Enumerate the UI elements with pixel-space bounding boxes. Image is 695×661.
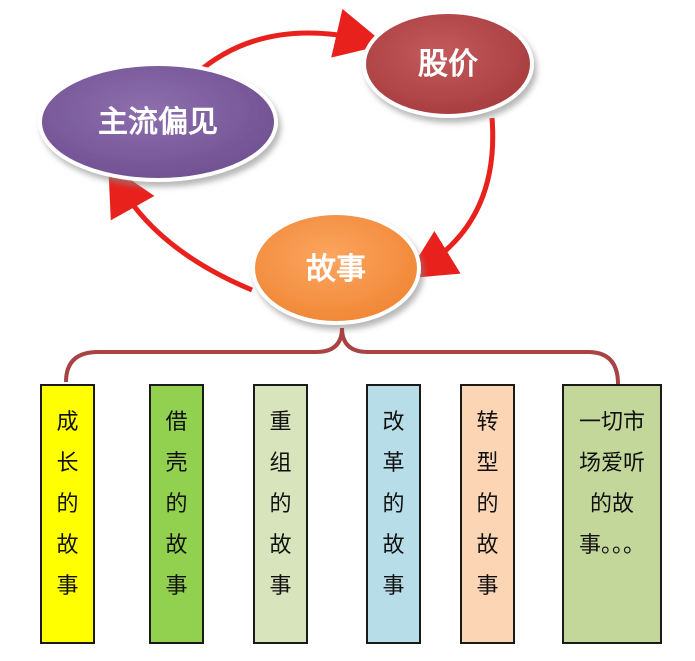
- story-box-backdoor-listing: 借壳的故事: [149, 384, 204, 644]
- story-box-everything-market-likes: 一切市场爱听的故事。。。: [562, 384, 662, 644]
- story-box-reform: 改革的故事: [366, 384, 421, 644]
- arrow-consensus-to-price: [194, 8, 386, 76]
- story-box-backdoor-listing-text: 借壳的故事: [165, 410, 188, 599]
- node-consensus: 主流偏见: [38, 62, 278, 182]
- node-story: 故事: [251, 211, 421, 325]
- story-box-transformation: 转型的故事: [460, 384, 515, 644]
- arrow-price-to-story: [404, 117, 496, 279]
- story-box-reform-text: 改革的故事: [382, 410, 405, 599]
- arrow-story-to-consensus: [108, 164, 253, 293]
- node-price: 股价: [362, 10, 534, 118]
- node-story-label: 故事: [306, 252, 366, 287]
- story-box-transformation-text: 转型的故事: [476, 410, 499, 599]
- node-price-label: 股价: [418, 47, 478, 82]
- story-box-restructuring: 重组的故事: [253, 384, 308, 644]
- story-box-growth-text: 成长的故事: [56, 410, 79, 599]
- node-consensus-label: 主流偏见: [98, 105, 218, 140]
- story-box-restructuring-text: 重组的故事: [269, 410, 292, 599]
- story-box-growth: 成长的故事: [40, 384, 95, 644]
- story-bracket: [64, 327, 620, 385]
- story-box-everything-market-likes-text: 一切市场爱听的故事。。。: [579, 410, 646, 558]
